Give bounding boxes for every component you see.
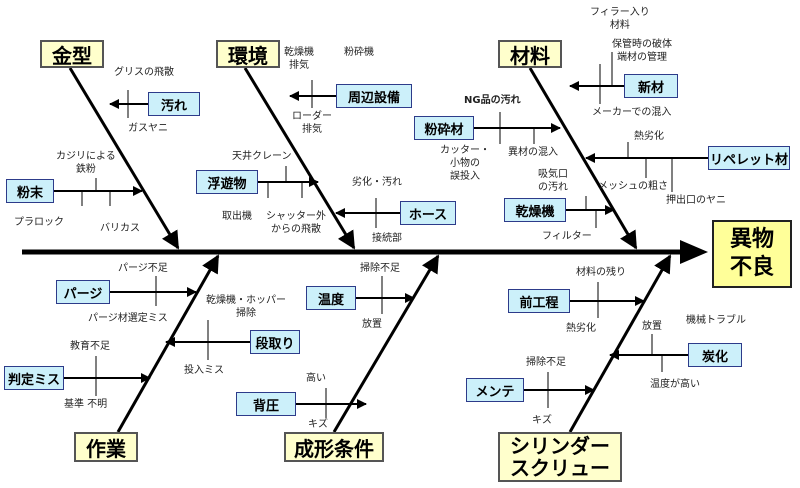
cause-purge: パージ xyxy=(56,280,110,304)
cause-stage-removal: 段取り xyxy=(250,330,300,354)
label-standard: 基準 不明 xyxy=(64,399,108,410)
cause-dirt: 汚れ xyxy=(148,92,200,116)
label-scratch-maint: キズ xyxy=(532,415,552,426)
label-scratch-back: キズ xyxy=(308,419,328,430)
label-take-out: 取出機 xyxy=(222,211,252,222)
label-neglect-carb: 放置 xyxy=(642,321,662,332)
label-foreign-mix: 異材の混入 xyxy=(508,147,558,158)
cause-carbonization: 炭化 xyxy=(688,343,742,367)
label-high: 高い xyxy=(306,373,326,384)
label-heat-degrade-2: 熱劣化 xyxy=(566,323,596,334)
bone-environment xyxy=(243,67,356,250)
label-filter: フィルター xyxy=(542,231,592,242)
label-filler-line-1: フィラー入り xyxy=(590,7,650,18)
cause-repellet: リペレット材 xyxy=(708,146,790,170)
label-shutter-line-1: シャッター外 xyxy=(266,211,326,222)
cause-prev-process: 前工程 xyxy=(508,289,570,313)
label-purge-lack: パージ不足 xyxy=(118,263,168,274)
bone-mold xyxy=(68,67,180,250)
category-environment: 環境 xyxy=(216,40,280,68)
label-residual: 材料の残り xyxy=(576,267,626,278)
cause-dryer: 乾燥機 xyxy=(504,198,566,222)
label-hopper-clean-line-1: 乾燥機・ホッパー xyxy=(206,295,286,306)
label-education: 教育不足 xyxy=(70,341,110,352)
label-dryer-exhaust-line-1: 乾燥機 xyxy=(284,47,314,58)
label-clean-lack-maint: 掃除不足 xyxy=(526,357,566,368)
label-loader-line-1: ローダー xyxy=(292,111,332,122)
label-joint: 接続部 xyxy=(372,233,402,244)
label-bari: バリカス xyxy=(100,223,140,234)
cause-maintenance: メンテ xyxy=(466,378,524,402)
label-crusher: 粉砕機 xyxy=(344,47,374,58)
label-input-miss: 投入ミス xyxy=(184,365,224,376)
label-cutter: カッター・ 小物の 誤投入 xyxy=(440,144,490,183)
cause-temperature: 温度 xyxy=(306,286,356,310)
label-loader: ローダー 排気 xyxy=(292,110,332,136)
category-cylinder: シリンダー スクリュー xyxy=(498,432,622,482)
label-shutter-line-2: からの飛散 xyxy=(271,224,321,235)
cause-powder: 粉末 xyxy=(6,179,54,203)
label-storage-line-1: 保管時の破体 xyxy=(612,39,672,50)
label-maker-mix: メーカーでの混入 xyxy=(592,107,672,118)
label-shutter: シャッター外 からの飛散 xyxy=(266,210,326,236)
label-machine-trouble: 機械トラブル xyxy=(686,315,746,326)
label-filler-line-2: 材料 xyxy=(609,20,630,31)
label-grease: グリスの飛散 xyxy=(114,67,174,78)
label-filler: フィラー入り 材料 xyxy=(590,6,650,32)
effect-line-2: 不良 xyxy=(729,255,774,280)
bone-material xyxy=(528,67,638,250)
label-ng-dirt: NG品の汚れ xyxy=(464,95,521,106)
label-loader-line-2: 排気 xyxy=(302,124,322,135)
spine-arrowhead xyxy=(680,240,708,264)
label-plarock: プラロック xyxy=(14,217,64,228)
cause-crushed: 粉砕材 xyxy=(414,116,474,140)
cause-peripheral: 周辺設備 xyxy=(336,84,412,108)
category-work: 作業 xyxy=(74,432,138,462)
label-storage: 保管時の破体 端材の管理 xyxy=(612,38,672,64)
label-dryer-exhaust: 乾燥機 排気 xyxy=(284,46,314,72)
label-kajiri-line-1: カジリによる xyxy=(56,151,116,162)
label-storage-line-2: 端材の管理 xyxy=(617,52,667,63)
label-temp-high: 温度が高い xyxy=(650,379,700,390)
label-inlet: 吸気口 の汚れ xyxy=(538,168,568,194)
label-clean-lack-temp: 掃除不足 xyxy=(360,263,400,274)
label-kajiri: カジリによる 鉄粉 xyxy=(56,150,116,176)
effect-line-1: 異物 xyxy=(729,227,774,252)
label-extrusion: 押出口のヤニ xyxy=(666,195,726,206)
label-hopper-clean: 乾燥機・ホッパー 掃除 xyxy=(206,294,286,320)
category-mold: 金型 xyxy=(40,40,104,68)
bone-cylinder xyxy=(568,254,672,433)
label-cutter-line-1: カッター・ xyxy=(440,145,490,156)
cause-back-pressure: 背圧 xyxy=(236,392,296,416)
label-cutter-line-3: 誤投入 xyxy=(450,171,480,182)
cause-hose: ホース xyxy=(400,201,456,225)
label-purge-select: パージ材選定ミス xyxy=(88,313,168,324)
bone-molding-conditions xyxy=(332,254,440,433)
category-cylinder-line-2: スクリュー xyxy=(510,456,610,480)
category-material: 材料 xyxy=(498,40,562,68)
effect-box: 異物 不良 xyxy=(712,220,792,288)
label-heat-degrade: 熱劣化 xyxy=(634,131,664,142)
label-degrade-dirt: 劣化・汚れ xyxy=(352,177,402,188)
label-dryer-exhaust-line-2: 排気 xyxy=(289,60,309,71)
cause-judgment-miss: 判定ミス xyxy=(4,366,64,390)
cause-floating: 浮遊物 xyxy=(196,170,258,194)
label-mesh: メッシュの粗さ xyxy=(598,181,668,192)
bone-work xyxy=(116,254,220,433)
label-gas-yani: ガスヤニ xyxy=(128,123,168,134)
label-ceiling-crane: 天井クレーン xyxy=(232,151,292,162)
label-cutter-line-2: 小物の xyxy=(450,158,480,169)
cause-new-material: 新材 xyxy=(624,74,678,98)
category-molding-conditions: 成形条件 xyxy=(284,432,384,462)
label-neglect-temp: 放置 xyxy=(362,319,382,330)
category-cylinder-line-1: シリンダー xyxy=(510,434,610,458)
label-hopper-clean-line-2: 掃除 xyxy=(236,308,256,319)
label-inlet-line-2: の汚れ xyxy=(538,182,568,193)
label-inlet-line-1: 吸気口 xyxy=(538,169,568,180)
label-kajiri-line-2: 鉄粉 xyxy=(75,164,96,175)
